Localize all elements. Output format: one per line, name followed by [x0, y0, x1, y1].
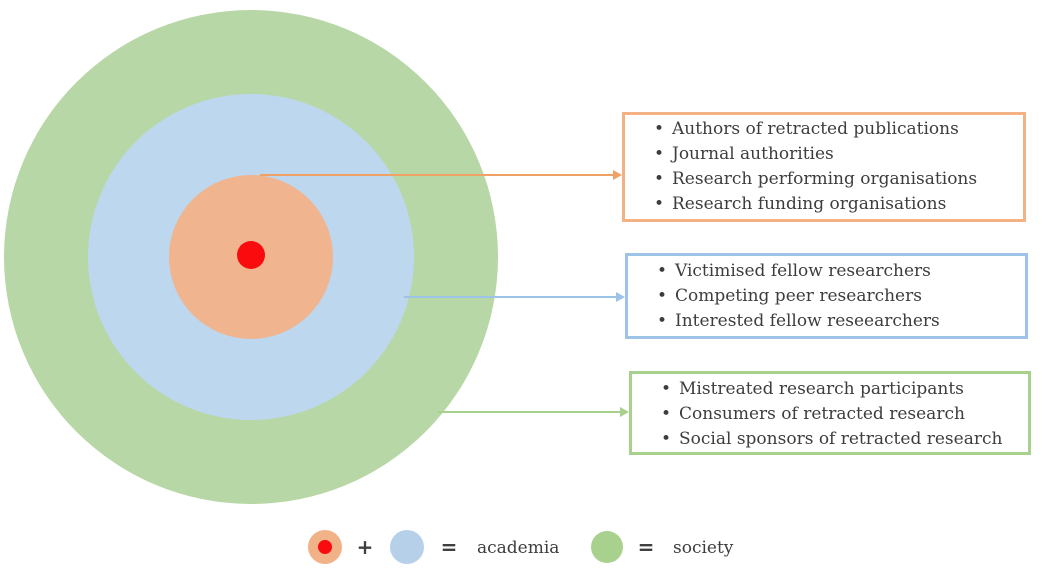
legend-green-circle-icon — [591, 531, 623, 563]
equals-sign: = — [637, 535, 655, 559]
equals-sign: = — [440, 535, 458, 559]
plus-operator: + — [356, 535, 374, 559]
arrowhead-right-icon — [616, 292, 625, 302]
orange-arrow — [260, 170, 622, 180]
list-item: Victimised fellow researchers — [655, 259, 1019, 284]
blue-circle-stakeholders-box: Victimised fellow researchers Competing … — [625, 253, 1028, 339]
list-item: Research performing organisations — [652, 167, 1017, 192]
list-item: Journal authorities — [652, 142, 1017, 167]
blue-arrow — [404, 292, 625, 302]
society-label: society — [673, 538, 734, 558]
stakeholder-list: Authors of retracted publications Journa… — [625, 115, 1023, 217]
inner-circle-stakeholders-box: Authors of retracted publications Journa… — [622, 112, 1026, 222]
arrowhead-right-icon — [613, 170, 622, 180]
list-item: Interested fellow reseearchers — [655, 309, 1019, 334]
stakeholder-list: Mistreated research participants Consume… — [632, 374, 1028, 452]
center-red-dot — [237, 241, 265, 269]
list-item: Authors of retracted publications — [652, 117, 1017, 142]
legend-orange-circle-icon — [308, 530, 342, 564]
academia-label: academia — [477, 538, 560, 558]
arrowhead-right-icon — [620, 407, 629, 417]
stakeholder-list: Victimised fellow researchers Competing … — [628, 256, 1025, 334]
list-item: Mistreated research participants — [659, 377, 1022, 402]
green-arrow — [438, 407, 629, 417]
list-item: Consumers of retracted research — [659, 402, 1022, 427]
legend-blue-circle-icon — [390, 530, 424, 564]
green-circle-stakeholders-box: Mistreated research participants Consume… — [629, 371, 1031, 455]
list-item: Research funding organisations — [652, 192, 1017, 217]
list-item: Social sponsors of retracted research — [659, 427, 1022, 452]
list-item: Competing peer researchers — [655, 284, 1019, 309]
legend-red-dot-icon — [318, 540, 332, 554]
